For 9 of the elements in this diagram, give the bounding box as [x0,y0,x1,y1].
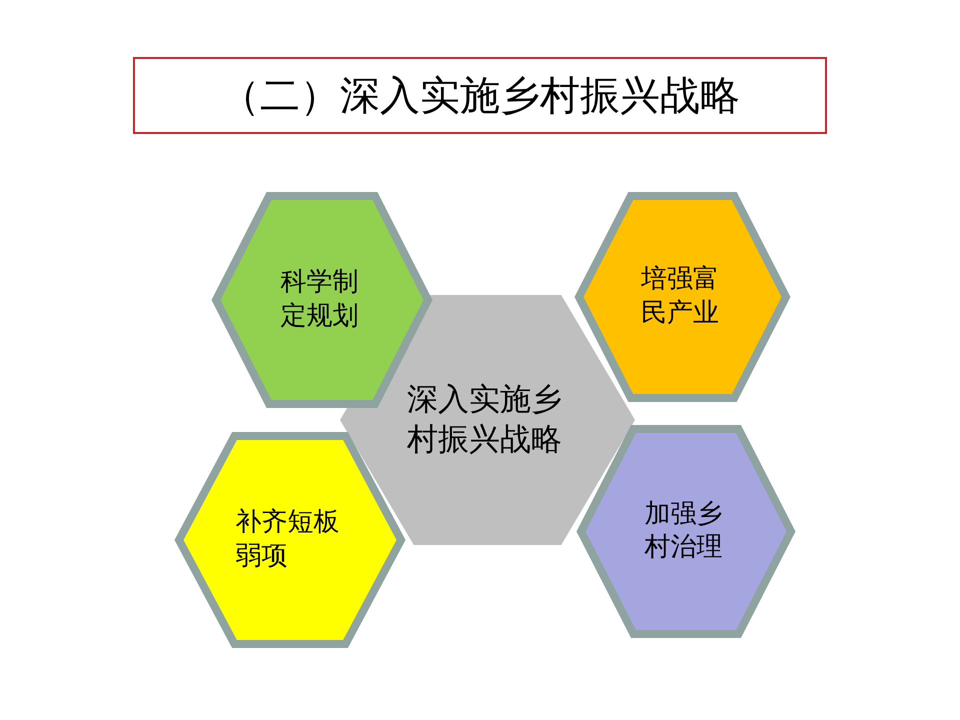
hexagon-label: 培强富民产业 [640,263,720,330]
hexagon [577,425,795,638]
hexagon-label: 加强乡村治理 [644,498,724,564]
title-box: （二）深入实施乡村振兴战略 [133,57,827,134]
hexagon-label: 深入实施乡村振兴战略 [406,380,563,460]
hexagon [575,192,790,402]
hexagon-label: 科学制定规划 [280,266,360,333]
hexagon [175,432,405,648]
hexagon-label: 补齐短板弱项 [235,506,340,573]
